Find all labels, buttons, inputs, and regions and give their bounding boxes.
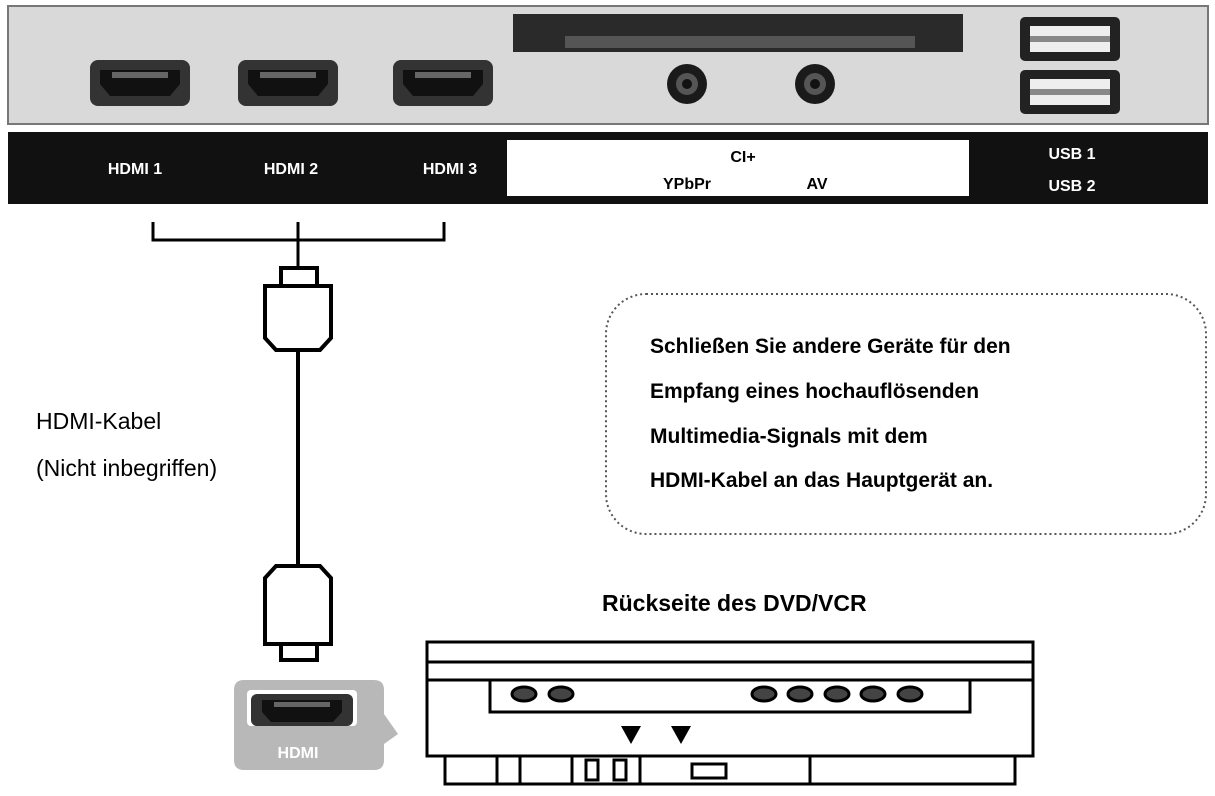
av-jack bbox=[795, 64, 835, 104]
device-switch bbox=[584, 758, 600, 782]
cable-label-line2: (Nicht inbegriffen) bbox=[36, 455, 217, 481]
cable-label-line1: HDMI-Kabel bbox=[36, 408, 161, 434]
usb-port-2 bbox=[1020, 70, 1120, 114]
device-jack bbox=[750, 685, 778, 703]
cable-bottom-plug-body bbox=[263, 564, 333, 646]
device-hdmi-badge: HDMI bbox=[234, 680, 398, 770]
note-line-2: Empfang eines hochauflösenden bbox=[650, 380, 979, 403]
device-jack bbox=[823, 685, 851, 703]
device-title: Rückseite des DVD/VCR bbox=[602, 590, 867, 616]
port-label-strip: HDMI 1 HDMI 2 HDMI 3 CI+ YPbPr AV USB 1 … bbox=[8, 132, 1208, 204]
device-jack bbox=[896, 685, 924, 703]
device-top-rail bbox=[425, 640, 1035, 664]
ypbpr-jack bbox=[667, 64, 707, 104]
dvd-vcr-rear bbox=[425, 640, 1035, 786]
usb-port-1 bbox=[1020, 17, 1120, 61]
device-jack bbox=[547, 685, 575, 703]
usb2-label: USB 2 bbox=[1048, 178, 1095, 195]
hdmi1-label: HDMI 1 bbox=[108, 161, 162, 178]
cable-top-plug-body bbox=[263, 284, 333, 352]
hdmi-port-2 bbox=[238, 60, 338, 106]
cable-top-plug-tip bbox=[279, 266, 319, 288]
device-jack bbox=[859, 685, 887, 703]
ci-slot-texture bbox=[565, 36, 915, 48]
device-switch bbox=[612, 758, 628, 782]
note-line-1: Schließen Sie andere Geräte für den bbox=[650, 335, 1011, 358]
badge-hdmi-port-icon bbox=[251, 694, 353, 726]
ci-plus-label: CI+ bbox=[730, 149, 755, 166]
down-arrow-icon bbox=[621, 726, 641, 744]
cable-bottom-plug-tip bbox=[279, 642, 319, 662]
hdmi-bracket bbox=[151, 222, 446, 268]
tv-rear-panel bbox=[7, 5, 1209, 125]
note-border bbox=[605, 293, 1207, 535]
hdmi-port-3 bbox=[393, 60, 493, 106]
hdmi-port-1 bbox=[90, 60, 190, 106]
badge-hdmi-label: HDMI bbox=[278, 745, 319, 762]
hdmi-cable bbox=[263, 266, 333, 662]
strip-white-panel bbox=[507, 140, 969, 196]
ypbpr-label: YPbPr bbox=[663, 176, 711, 193]
note-line-3: Multimedia-Signals mit dem bbox=[650, 425, 928, 448]
hdmi2-label: HDMI 2 bbox=[264, 161, 318, 178]
hdmi3-label: HDMI 3 bbox=[423, 161, 477, 178]
device-base bbox=[443, 756, 1017, 786]
usb1-label: USB 1 bbox=[1048, 146, 1095, 163]
info-note: Schließen Sie andere Geräte für den Empf… bbox=[605, 293, 1207, 535]
av-label: AV bbox=[806, 176, 827, 193]
device-jack bbox=[786, 685, 814, 703]
device-jack bbox=[510, 685, 538, 703]
device-small-port bbox=[690, 762, 728, 780]
note-line-4: HDMI-Kabel an das Hauptgerät an. bbox=[650, 469, 993, 492]
down-arrow-icon bbox=[671, 726, 691, 744]
